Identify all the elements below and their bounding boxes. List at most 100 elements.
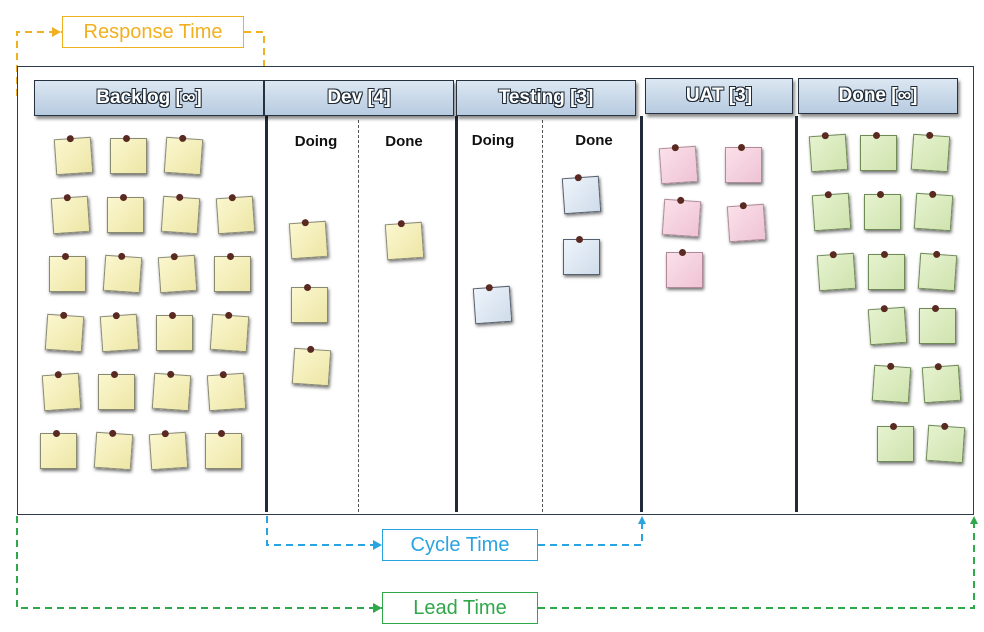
pin-icon <box>117 252 126 261</box>
lead-time-arrow <box>16 516 382 609</box>
backlog-note[interactable] <box>40 430 77 469</box>
pin-icon <box>829 250 838 259</box>
pin-icon <box>111 371 118 378</box>
backlog-note[interactable] <box>214 253 251 292</box>
pin-icon <box>59 311 68 320</box>
pin-icon <box>306 345 315 354</box>
dev-doing-note[interactable] <box>288 218 329 260</box>
pin-icon <box>928 190 937 199</box>
pin-icon <box>228 193 237 202</box>
column-header-backlog: Backlog [∞] <box>34 80 264 116</box>
done-note[interactable] <box>860 132 897 171</box>
done-note[interactable] <box>867 304 908 346</box>
pin-icon <box>227 253 234 260</box>
testing-done-label: Done <box>575 132 613 149</box>
backlog-note[interactable] <box>98 371 135 410</box>
backlog-note[interactable] <box>99 311 140 353</box>
backlog-note[interactable] <box>160 193 201 235</box>
pin-icon <box>821 131 830 140</box>
backlog-note[interactable] <box>148 429 189 471</box>
cycle-time-arrow <box>266 516 382 546</box>
pin-icon <box>161 429 170 438</box>
column-divider-done <box>795 116 798 512</box>
uat-note[interactable] <box>658 143 699 185</box>
column-header-testing: Testing [3] <box>456 80 636 116</box>
pin-icon <box>574 173 583 182</box>
backlog-note[interactable] <box>206 370 247 412</box>
cycle-time-arrow-tail <box>538 522 643 546</box>
pin-icon <box>886 362 895 371</box>
backlog-note[interactable] <box>102 252 143 294</box>
dev-doing-note[interactable] <box>291 345 332 387</box>
uat-note[interactable] <box>666 249 703 288</box>
pin-icon <box>679 249 686 256</box>
pin-icon <box>824 190 833 199</box>
response-time-label: Response Time <box>62 16 244 48</box>
backlog-note[interactable] <box>93 429 134 471</box>
pin-icon <box>169 312 176 319</box>
done-note[interactable] <box>811 190 852 232</box>
pin-icon <box>219 370 228 379</box>
done-note[interactable] <box>871 362 912 404</box>
dev-done-note[interactable] <box>384 219 425 261</box>
pin-icon <box>880 304 889 313</box>
done-note[interactable] <box>913 190 954 232</box>
done-note[interactable] <box>808 131 849 173</box>
done-note[interactable] <box>910 131 951 173</box>
uat-note[interactable] <box>725 144 762 183</box>
done-note[interactable] <box>917 250 958 292</box>
done-note[interactable] <box>919 305 956 344</box>
pin-icon <box>120 194 127 201</box>
pin-icon <box>397 219 406 228</box>
pin-icon <box>739 201 748 210</box>
pin-icon <box>166 370 175 379</box>
uat-note[interactable] <box>661 196 702 238</box>
pin-icon <box>881 251 888 258</box>
backlog-note[interactable] <box>107 194 144 233</box>
pin-icon <box>63 193 72 202</box>
backlog-note[interactable] <box>163 134 204 176</box>
done-note[interactable] <box>925 422 966 464</box>
done-note[interactable] <box>816 250 857 292</box>
cycle-time-arrowhead-left <box>373 540 382 550</box>
testing-done-note[interactable] <box>561 173 602 215</box>
dev-doing-note[interactable] <box>291 284 328 323</box>
backlog-note[interactable] <box>44 311 85 353</box>
backlog-note[interactable] <box>41 370 82 412</box>
backlog-note[interactable] <box>110 135 147 174</box>
backlog-note[interactable] <box>151 370 192 412</box>
cycle-time-label: Cycle Time <box>382 529 538 561</box>
pin-icon <box>54 370 63 379</box>
column-divider-uat <box>640 116 643 512</box>
testing-subcolumn-divider <box>542 120 543 512</box>
done-note[interactable] <box>864 191 901 230</box>
response-time-arrowhead-left <box>52 27 61 37</box>
pin-icon <box>932 250 941 259</box>
done-note[interactable] <box>868 251 905 290</box>
pin-icon <box>108 429 117 438</box>
dev-subcolumn-divider <box>358 120 359 512</box>
testing-doing-note[interactable] <box>472 283 513 325</box>
backlog-note[interactable] <box>156 312 193 351</box>
testing-done-note[interactable] <box>563 236 600 275</box>
pin-icon <box>62 253 69 260</box>
backlog-note[interactable] <box>157 252 198 294</box>
response-time-arrow <box>16 31 62 96</box>
lead-time-arrowhead <box>970 516 978 524</box>
pin-icon <box>304 284 311 291</box>
pin-icon <box>53 430 60 437</box>
backlog-note[interactable] <box>49 253 86 292</box>
pin-icon <box>890 423 897 430</box>
pin-icon <box>170 252 179 261</box>
done-note[interactable] <box>877 423 914 462</box>
lead-time-label: Lead Time <box>382 592 538 624</box>
backlog-note[interactable] <box>205 430 242 469</box>
uat-note[interactable] <box>726 201 767 243</box>
pin-icon <box>218 430 225 437</box>
backlog-note[interactable] <box>215 193 256 235</box>
done-note[interactable] <box>921 362 962 404</box>
backlog-note[interactable] <box>209 311 250 353</box>
backlog-note[interactable] <box>53 134 94 176</box>
pin-icon <box>175 193 184 202</box>
backlog-note[interactable] <box>50 193 91 235</box>
